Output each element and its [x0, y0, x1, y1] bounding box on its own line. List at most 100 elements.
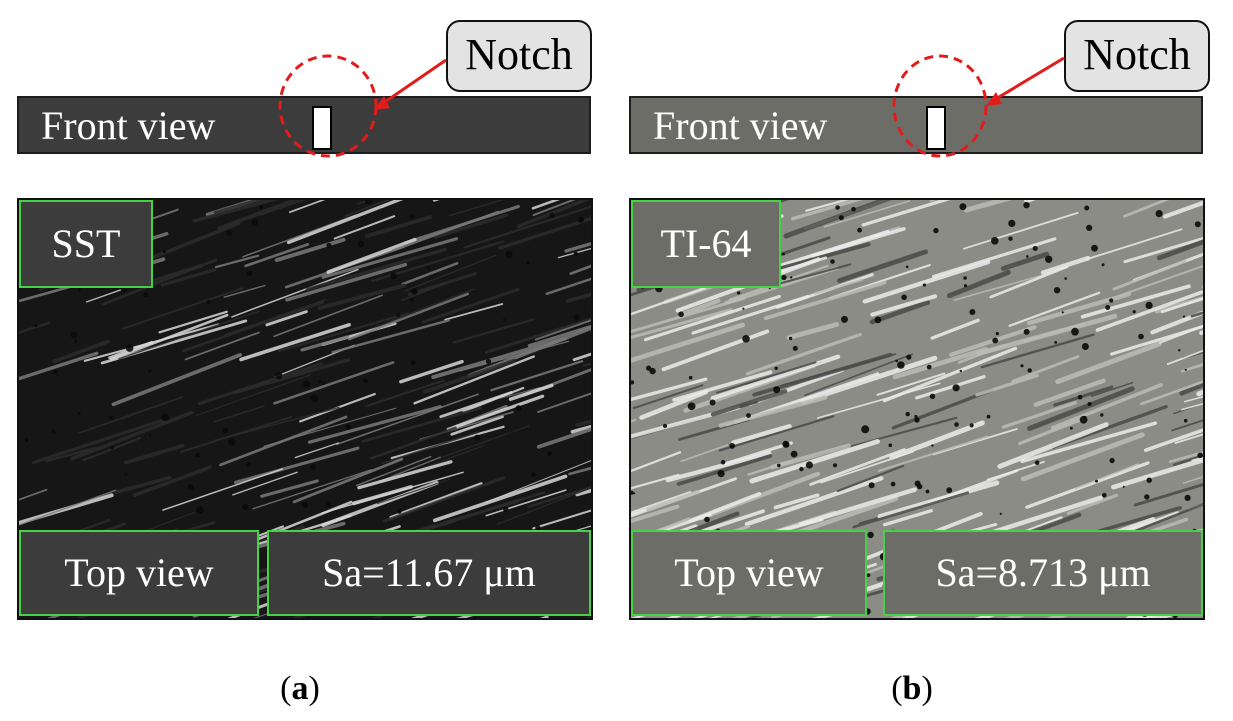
scan-track [331, 319, 451, 354]
scan-track [121, 287, 244, 330]
scan-track [439, 391, 513, 419]
caption-b: (b) [891, 670, 933, 707]
top-view-micrograph: TI-64 Top view Sa=8.713 μm [629, 198, 1205, 620]
surface-pore [410, 297, 414, 302]
top-view-tag: Top view [631, 530, 867, 616]
scan-track [1018, 417, 1084, 446]
scan-track [286, 200, 404, 245]
surface-pore [310, 464, 317, 471]
scan-track [344, 200, 391, 218]
scan-track [44, 446, 97, 463]
scan-track [111, 353, 243, 407]
surface-pore [1138, 333, 1144, 340]
scan-track [252, 469, 373, 510]
scan-track [678, 298, 721, 317]
surface-pore [547, 451, 553, 457]
scan-track [862, 259, 991, 304]
scan-track [307, 405, 442, 444]
surface-pore [222, 427, 229, 434]
surface-pore [946, 487, 953, 494]
surface-pore [709, 399, 716, 406]
scan-track [244, 243, 310, 268]
surface-pore [1081, 343, 1089, 350]
scan-track [292, 457, 404, 504]
scan-track [181, 301, 325, 353]
scan-track [646, 489, 700, 512]
scan-track [723, 441, 793, 466]
scan-track [813, 278, 864, 295]
surface-pore [835, 205, 840, 210]
surface-pore [729, 443, 736, 449]
scan-track [1133, 482, 1203, 507]
scan-track [1156, 239, 1203, 261]
surface-pore [737, 291, 741, 295]
surface-pore [992, 337, 999, 344]
surface-pore [838, 215, 844, 221]
surface-pore [549, 212, 555, 218]
surface-pore [1027, 368, 1032, 373]
scan-track [321, 471, 464, 514]
surface-pore [143, 292, 149, 298]
scan-track [124, 443, 185, 465]
scan-track [882, 509, 933, 527]
surface-pore [830, 259, 835, 264]
scan-track [118, 310, 261, 360]
surface-pore [245, 462, 251, 468]
scan-track [448, 200, 504, 217]
scan-track [263, 407, 397, 447]
surface-pore [530, 472, 536, 477]
panel-b: Front view Notch TI-64 Top view Sa=8.713… [612, 0, 1212, 721]
scan-track [1040, 255, 1091, 275]
scan-track [326, 237, 417, 274]
surface-pore [396, 313, 401, 318]
scan-track [19, 489, 117, 526]
surface-pore [851, 206, 856, 212]
surface-pore [301, 501, 308, 508]
surface-pore [687, 402, 696, 411]
surface-pore [228, 438, 236, 446]
scan-track [572, 352, 591, 362]
scan-track [160, 268, 217, 287]
scan-track [213, 405, 265, 423]
scan-track [877, 480, 1000, 519]
scan-track [536, 427, 591, 449]
scan-track [568, 466, 591, 476]
scan-track [1055, 341, 1162, 385]
surface-pore [409, 214, 415, 219]
scan-track [1180, 363, 1203, 373]
surface-pore [969, 309, 976, 315]
surface-pore [1077, 394, 1083, 400]
surface-pore [1079, 415, 1088, 424]
surface-pore [704, 516, 710, 523]
scan-track [770, 443, 851, 470]
scan-track [1080, 284, 1191, 319]
surface-pore [97, 366, 101, 369]
surface-pore [963, 284, 968, 288]
surface-pore [646, 365, 652, 371]
scan-track [317, 283, 406, 310]
surface-pore [773, 386, 781, 394]
surface-pore [34, 323, 38, 328]
surface-pore [1194, 221, 1201, 228]
surface-pore [535, 525, 541, 531]
scan-track [70, 410, 194, 461]
surface-pore [1087, 402, 1092, 406]
scan-track [19, 351, 99, 381]
scan-track [1182, 476, 1203, 484]
surface-pore [1064, 277, 1067, 280]
scan-track [321, 237, 459, 279]
scan-track [77, 396, 184, 435]
surface-pore [195, 452, 200, 458]
scan-track [631, 322, 745, 363]
scan-track [391, 210, 500, 252]
scan-track [102, 258, 218, 306]
scan-track [786, 322, 840, 340]
scan-track [383, 476, 506, 523]
surface-pore [502, 318, 506, 322]
notch-marker [312, 106, 332, 150]
scan-track [273, 361, 395, 405]
scan-track [1096, 506, 1182, 534]
notch-callout: Notch [446, 20, 592, 92]
scan-track [486, 460, 591, 503]
scan-track [423, 359, 516, 394]
